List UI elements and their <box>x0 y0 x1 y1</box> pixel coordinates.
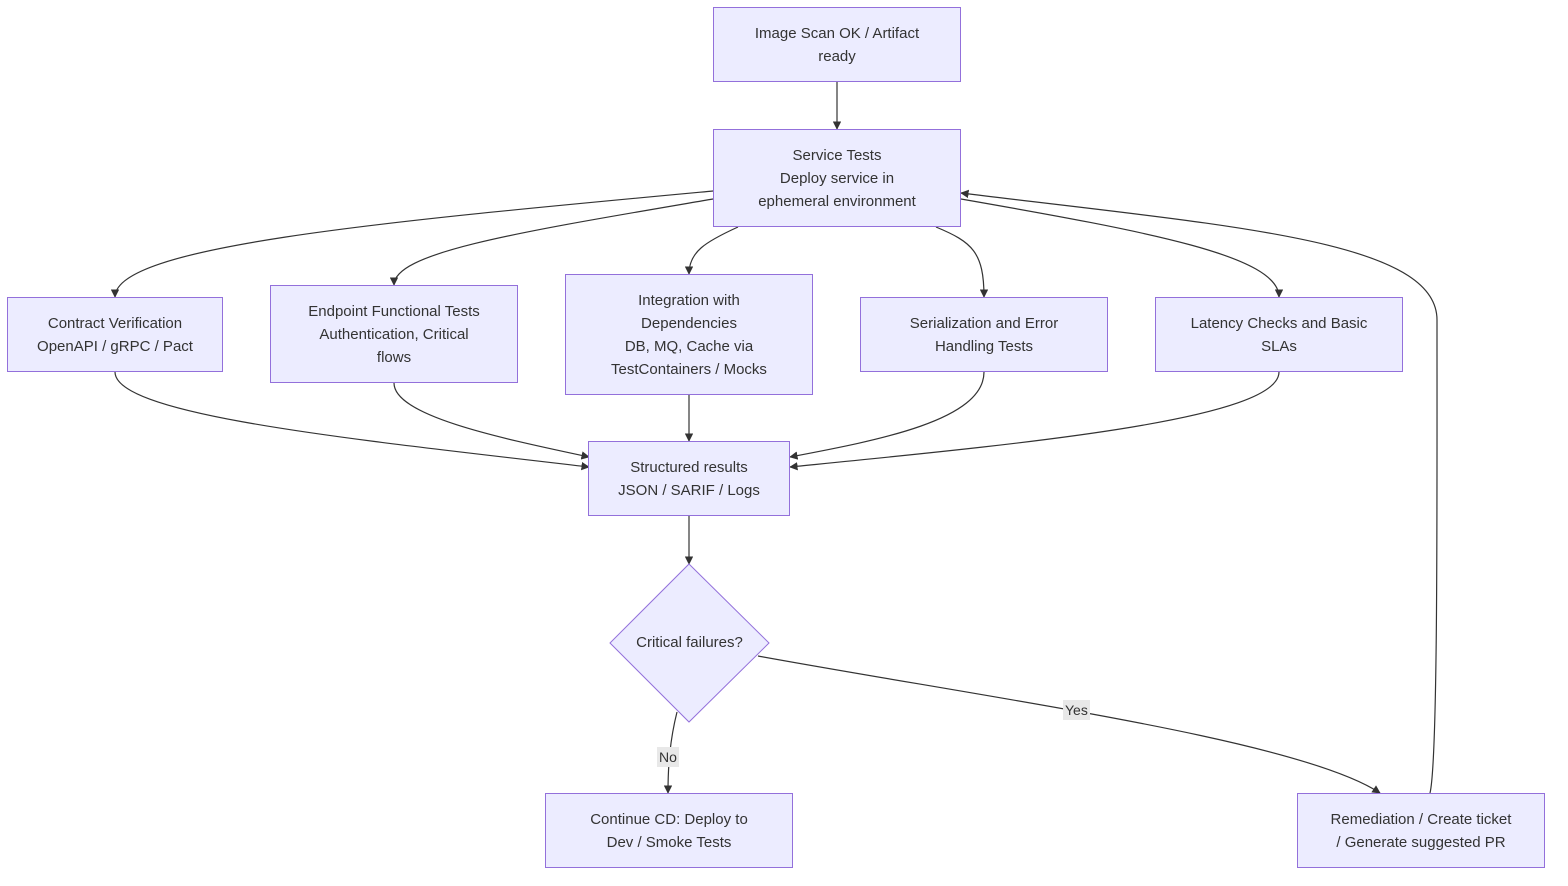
node-serialization-error-tests: Serialization and Error Handling Tests <box>860 297 1108 372</box>
edge-contract-to-results <box>114 371 590 471</box>
node-text-line: Image Scan OK / Artifact <box>754 24 920 42</box>
node-structured-results: Structured results JSON / SARIF / Logs <box>588 441 790 516</box>
node-text-line: SLAs <box>1261 337 1297 355</box>
node-text-line: Latency Checks and Basic <box>1190 314 1368 332</box>
edge-remediation-to-service <box>960 189 1438 794</box>
node-artifact-ready: Image Scan OK / Artifact ready <box>713 7 961 82</box>
node-text-line: Remediation / Create ticket <box>1330 810 1512 828</box>
node-text-line: Structured results <box>630 458 748 476</box>
edge-decision-to-remediation <box>757 655 1381 794</box>
edge-service-to-integration <box>684 226 739 275</box>
edge-label-no: No <box>657 747 679 767</box>
node-text-line: Service Tests <box>792 146 882 164</box>
node-text-line: Dev / Smoke Tests <box>606 833 732 851</box>
edge-endpoint-to-results <box>393 382 590 460</box>
node-text-line: Dependencies <box>641 314 737 332</box>
node-integration-dependencies: Integration with Dependencies DB, MQ, Ca… <box>565 274 813 395</box>
edge-service-to-serialization <box>935 226 989 298</box>
node-text-line: / Generate suggested PR <box>1336 833 1506 851</box>
edge-serialization-to-results <box>789 371 985 460</box>
node-endpoint-functional-tests: Endpoint Functional Tests Authentication… <box>270 285 518 383</box>
edge-service-to-latency <box>960 198 1284 298</box>
node-text-line: Authentication, Critical <box>319 325 469 343</box>
node-text-line: DB, MQ, Cache via <box>624 337 754 355</box>
decision-diamond <box>609 563 770 723</box>
node-text-line: ephemeral environment <box>758 192 916 210</box>
decision-label: Critical failures? <box>610 631 769 654</box>
node-text-line: Contract Verification <box>47 314 183 332</box>
node-text-line: Serialization and Error <box>909 314 1059 332</box>
node-text-line: JSON / SARIF / Logs <box>618 481 760 499</box>
edge-latency-to-results <box>789 371 1280 471</box>
node-continue-cd: Continue CD: Deploy to Dev / Smoke Tests <box>545 793 793 868</box>
node-text-line: TestContainers / Mocks <box>611 360 767 378</box>
node-contract-verification: Contract Verification OpenAPI / gRPC / P… <box>7 297 223 372</box>
node-text-line: Continue CD: Deploy to <box>590 810 748 828</box>
node-text-line: Integration with <box>638 291 740 309</box>
node-text-line: Handling Tests <box>934 337 1034 355</box>
node-text-line: Endpoint Functional Tests <box>308 302 480 320</box>
edge-service-to-endpoint <box>389 198 714 286</box>
node-remediation: Remediation / Create ticket / Generate s… <box>1297 793 1545 868</box>
edge-service-to-contract <box>110 190 714 298</box>
node-text-line: flows <box>376 348 412 366</box>
node-text-line: Deploy service in <box>779 169 895 187</box>
edge-label-yes: Yes <box>1063 700 1090 720</box>
node-text-line: ready <box>818 47 856 65</box>
decision-text: Critical failures? <box>636 634 743 651</box>
node-text-line: OpenAPI / gRPC / Pact <box>37 337 193 355</box>
node-service-tests: Service Tests Deploy service in ephemera… <box>713 129 961 227</box>
node-latency-checks: Latency Checks and Basic SLAs <box>1155 297 1403 372</box>
